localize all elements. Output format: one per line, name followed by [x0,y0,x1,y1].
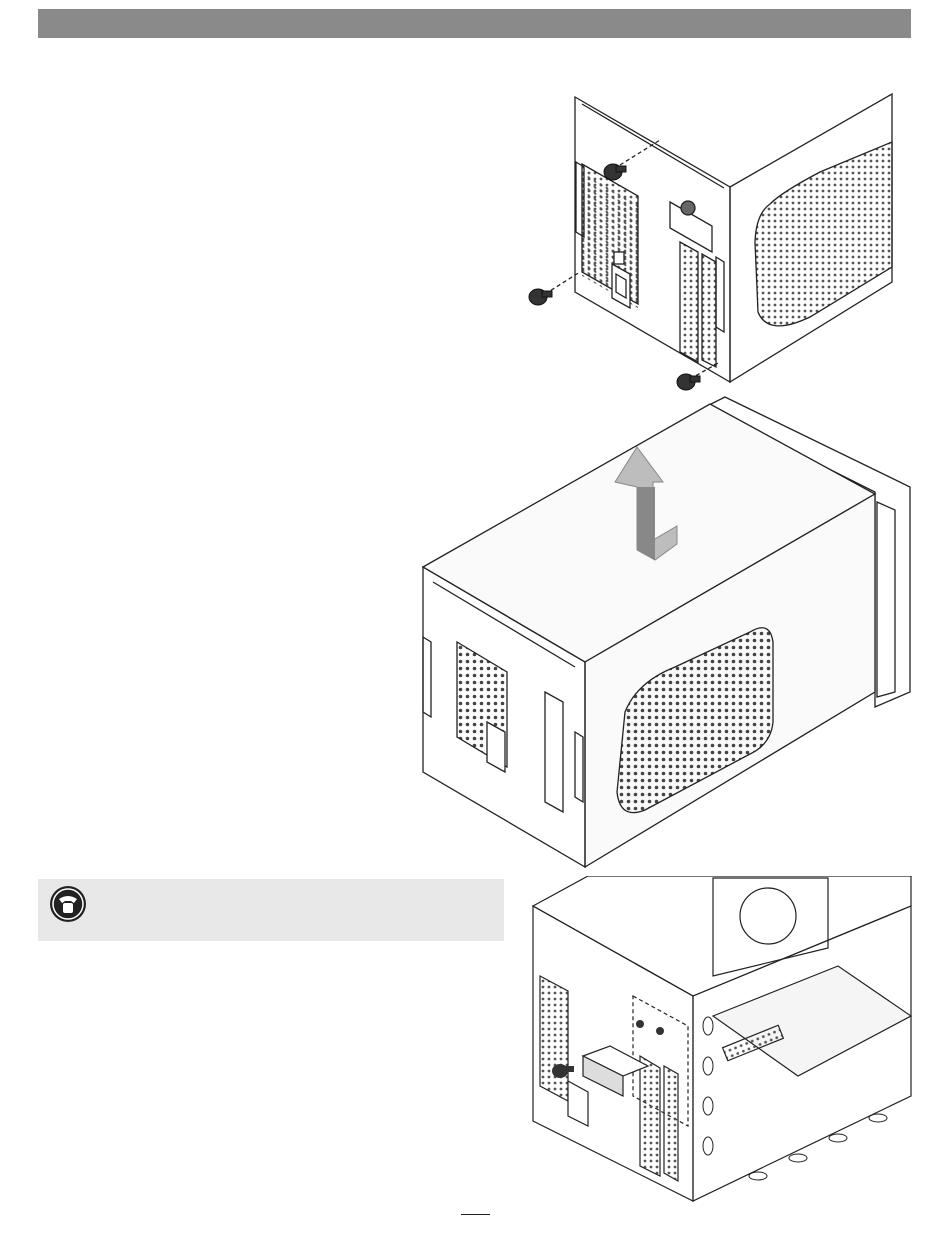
card-bracket-figure [528,876,913,1206]
support-phone-icon [49,885,87,923]
support-tip-box [38,879,504,941]
header-bar [38,9,911,38]
page-number-rule [461,1214,490,1215]
rear-screws-figure [520,92,900,392]
remove-cover-figure [415,392,915,872]
